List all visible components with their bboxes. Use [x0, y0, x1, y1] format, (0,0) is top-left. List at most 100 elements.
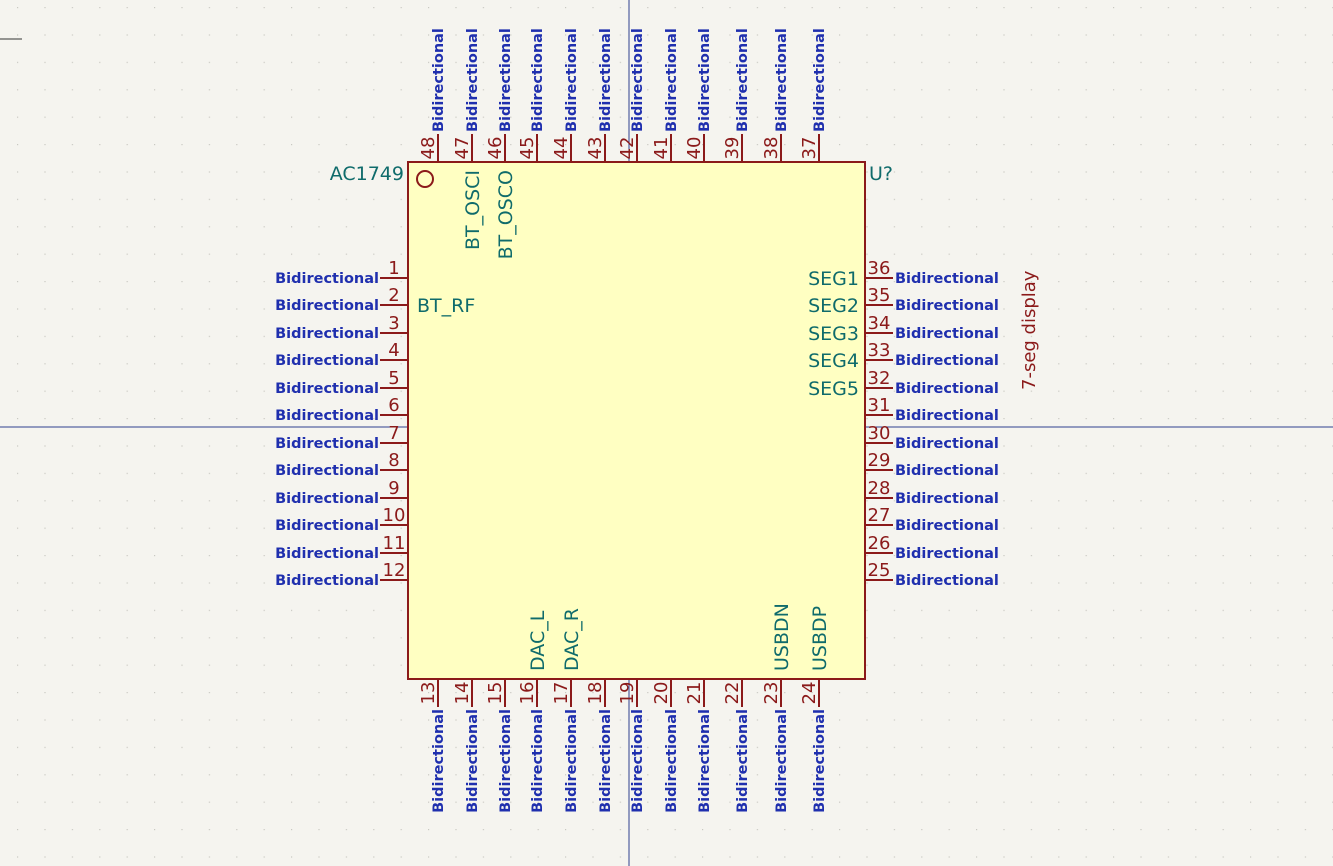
pin-19-number: 19 [617, 682, 638, 705]
pin-27-type: Bidirectional [895, 518, 999, 534]
pin-21-number: 21 [684, 682, 705, 705]
pin-10-type: Bidirectional [275, 518, 379, 534]
pin-11-type: Bidirectional [275, 546, 379, 562]
pin-14-type: Bidirectional [465, 709, 481, 813]
pin-24-number: 24 [799, 682, 820, 705]
pin-5-type: Bidirectional [275, 381, 379, 397]
pin-12-type: Bidirectional [275, 573, 379, 589]
pin-28-type: Bidirectional [895, 491, 999, 507]
pin-11-number: 11 [383, 533, 406, 554]
pin-26-type: Bidirectional [895, 546, 999, 562]
component-field-7seg[interactable]: 7-seg display [1019, 270, 1040, 390]
pin-15-type: Bidirectional [498, 709, 514, 813]
pin-40-number: 40 [684, 137, 705, 160]
pin-22-number: 22 [722, 682, 743, 705]
component-value[interactable]: AC1749 [330, 163, 404, 185]
pin-18-number: 18 [585, 682, 606, 705]
ic-body[interactable] [407, 161, 866, 680]
pin-28-number: 28 [868, 478, 891, 499]
pin-5-number: 5 [388, 368, 399, 389]
pin-41-number: 41 [651, 137, 672, 160]
pin-17-type: Bidirectional [564, 709, 580, 813]
pin-23-number: 23 [761, 682, 782, 705]
pin-47-number: 47 [452, 137, 473, 160]
pin-45-type: Bidirectional [530, 28, 546, 132]
pin-21-type: Bidirectional [697, 709, 713, 813]
pin-9-type: Bidirectional [275, 491, 379, 507]
pin-34-number: 34 [868, 313, 891, 334]
ic-symbol[interactable] [407, 161, 866, 680]
pin-17-number: 17 [551, 682, 572, 705]
pin-1-type: Bidirectional [275, 271, 379, 287]
pin-7-number: 7 [388, 423, 399, 444]
pin1-marker-icon [416, 170, 434, 188]
pin-3-number: 3 [388, 313, 399, 334]
pin-38-type: Bidirectional [774, 28, 790, 132]
pin-40-type: Bidirectional [697, 28, 713, 132]
pin-35-name: SEG2 [808, 295, 859, 317]
pin-24-type: Bidirectional [812, 709, 828, 813]
pin-42-type: Bidirectional [630, 28, 646, 132]
pin-8-number: 8 [388, 450, 399, 471]
pin-36-name: SEG1 [808, 268, 859, 290]
pin-34-name: SEG3 [808, 323, 859, 345]
pin-39-type: Bidirectional [735, 28, 751, 132]
pin-19-type: Bidirectional [630, 709, 646, 813]
pin-3-type: Bidirectional [275, 326, 379, 342]
pin-10-number: 10 [383, 505, 406, 526]
pin-13-number: 13 [418, 682, 439, 705]
pin-29-type: Bidirectional [895, 463, 999, 479]
pin-14-number: 14 [452, 682, 473, 705]
pin-4-type: Bidirectional [275, 353, 379, 369]
pin-16-type: Bidirectional [530, 709, 546, 813]
pin-43-type: Bidirectional [598, 28, 614, 132]
pin-41-type: Bidirectional [664, 28, 680, 132]
pin-22-type: Bidirectional [735, 709, 751, 813]
pin-2-name: BT_RF [417, 295, 475, 317]
pin-33-type: Bidirectional [895, 353, 999, 369]
pin-6-type: Bidirectional [275, 408, 379, 424]
pin-48-type: Bidirectional [431, 28, 447, 132]
pin-32-number: 32 [868, 368, 891, 389]
pin-44-number: 44 [551, 137, 572, 160]
pin-42-number: 42 [617, 137, 638, 160]
pin-44-type: Bidirectional [564, 28, 580, 132]
pin-27-number: 27 [868, 505, 891, 526]
pin-46-number: 46 [485, 137, 506, 160]
pin-32-type: Bidirectional [895, 381, 999, 397]
pin-13-type: Bidirectional [431, 709, 447, 813]
pin-18-type: Bidirectional [598, 709, 614, 813]
pin-47-type: Bidirectional [465, 28, 481, 132]
pin-16-name: DAC_L [527, 610, 549, 671]
pin-35-type: Bidirectional [895, 298, 999, 314]
pin-37-type: Bidirectional [812, 28, 828, 132]
pin-38-number: 38 [761, 137, 782, 160]
pin-31-number: 31 [868, 395, 891, 416]
pin-36-number: 36 [868, 258, 891, 279]
pin-46-type: Bidirectional [498, 28, 514, 132]
pin-31-type: Bidirectional [895, 408, 999, 424]
pin-32-name: SEG5 [808, 378, 859, 400]
pin-15-number: 15 [485, 682, 506, 705]
pin-33-number: 33 [868, 340, 891, 361]
pin-48-number: 48 [418, 137, 439, 160]
pin-4-number: 4 [388, 340, 399, 361]
pin-9-number: 9 [388, 478, 399, 499]
pin-20-number: 20 [651, 682, 672, 705]
pin-39-number: 39 [722, 137, 743, 160]
pin-33-name: SEG4 [808, 350, 859, 372]
pin-6-number: 6 [388, 395, 399, 416]
pin-17-name: DAC_R [561, 608, 583, 671]
pin-45-number: 45 [517, 137, 538, 160]
component-reference[interactable]: U? [869, 163, 893, 185]
pin-25-type: Bidirectional [895, 573, 999, 589]
pin-36-type: Bidirectional [895, 271, 999, 287]
pin-47-name: BT_OSCI [462, 170, 484, 250]
pin-2-type: Bidirectional [275, 298, 379, 314]
pin-8-type: Bidirectional [275, 463, 379, 479]
pin-34-type: Bidirectional [895, 326, 999, 342]
pin-43-number: 43 [585, 137, 606, 160]
pin-23-type: Bidirectional [774, 709, 790, 813]
